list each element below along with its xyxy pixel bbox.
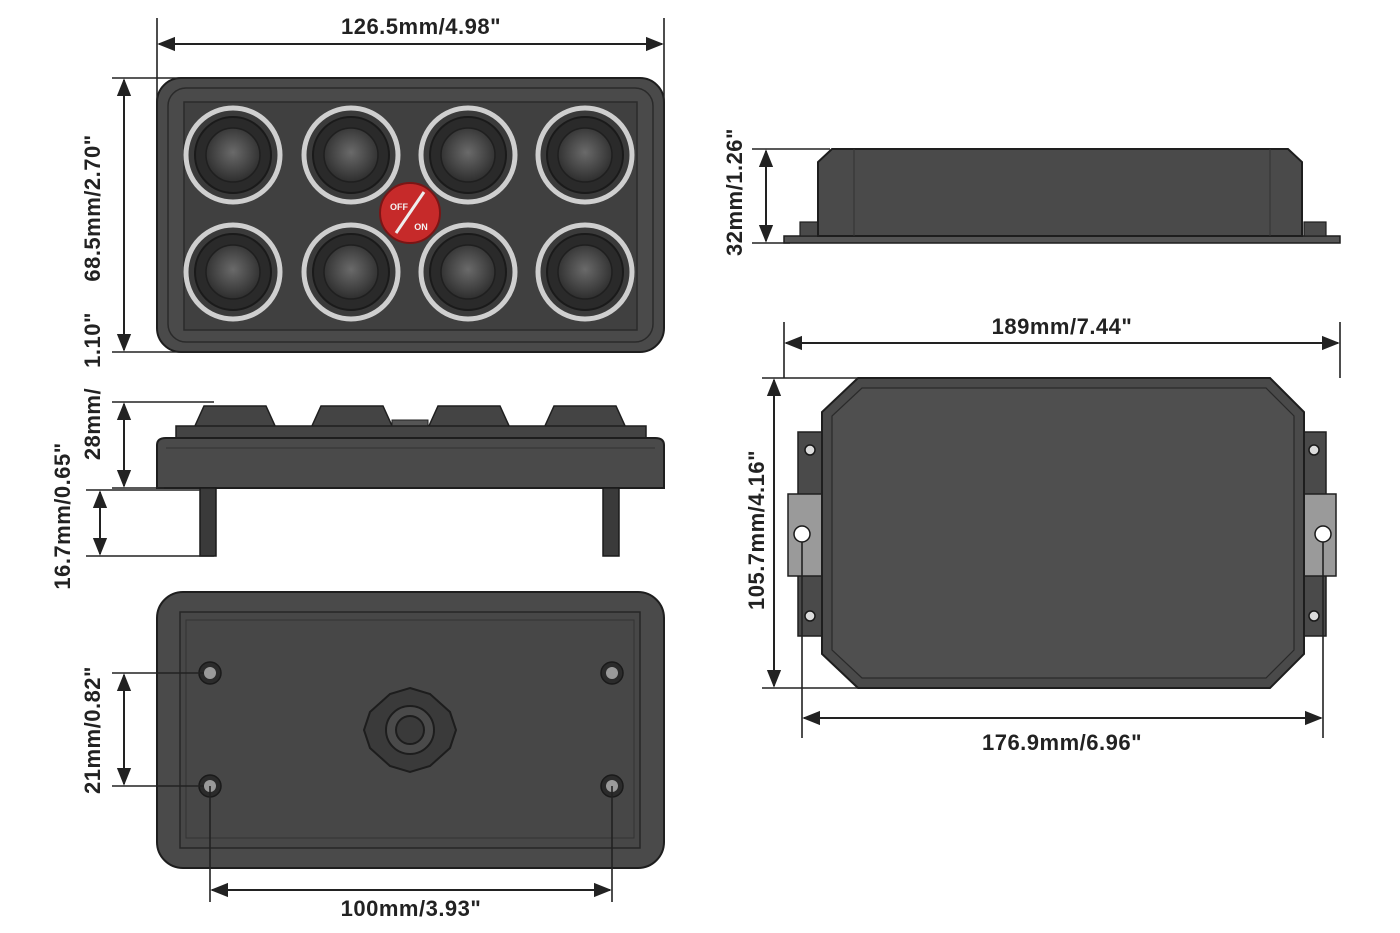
dim-control-box-hole-spacing-label: 176.9mm/6.96" <box>982 730 1142 755</box>
center-grommet <box>362 686 458 774</box>
dimension-lines <box>86 18 1341 902</box>
dim-top-width-label: 126.5mm/4.98" <box>341 14 501 39</box>
dim-control-box-depth-label: 105.7mm/4.16" <box>744 450 769 610</box>
control-box-mount-hole-left <box>793 525 811 543</box>
master-off-on-switch: OFF ON <box>379 182 441 244</box>
master-switch-off-label: OFF <box>390 202 408 212</box>
dim-mount-hole-horizontal-label: 100mm/3.93" <box>341 896 482 921</box>
switch-button-8 <box>535 222 635 322</box>
control-box-mount-hole-right <box>1314 525 1332 543</box>
switch-panel-top-view: OFF ON <box>156 77 665 353</box>
dimension-labels: 126.5mm/4.98" 68.5mm/2.70" 1.10" 28mm/ 1… <box>50 14 1142 921</box>
dim-control-box-total-width-label: 189mm/7.44" <box>992 314 1133 339</box>
switch-button-3 <box>418 105 518 205</box>
switch-button-4 <box>535 105 635 205</box>
dim-top-height-label: 68.5mm/2.70" <box>80 134 105 281</box>
switch-button-1 <box>183 105 283 205</box>
switch-button-7 <box>418 222 518 322</box>
switch-button-5 <box>183 222 283 322</box>
dim-stud-length-label: 16.7mm/0.65" <box>50 442 75 589</box>
switch-panel-bottom-view <box>156 591 665 869</box>
mounting-stud-top-right <box>600 661 624 685</box>
control-box-side-view <box>783 148 1341 244</box>
switch-button-2 <box>301 105 401 205</box>
dim-control-box-height-label: 32mm/1.26" <box>722 128 747 256</box>
control-box-top-view <box>787 377 1337 689</box>
dim-mount-hole-vertical-label: 21mm/0.82" <box>80 666 105 794</box>
dim-side-body-height-label: 28mm/ <box>80 388 105 460</box>
switch-button-6 <box>301 222 401 322</box>
switch-panel-side-view <box>156 405 665 557</box>
master-switch-on-label: ON <box>414 222 428 232</box>
dim-side-total-height-label: 1.10" <box>80 312 105 368</box>
